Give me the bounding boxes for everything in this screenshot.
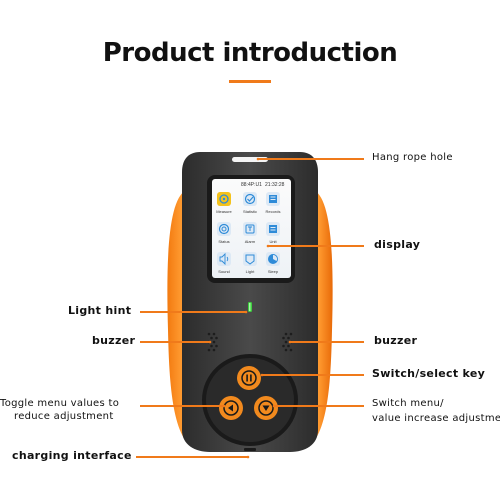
label-switch-select: Switch/select key [372,367,486,380]
callout-line-switch-menu [274,405,364,407]
status-right: 21:32:28 [265,182,285,188]
svg-text:Status: Status [218,239,229,244]
label-light-hint: Light hint [68,304,132,317]
svg-text:Sound: Sound [218,269,230,274]
app-light[interactable]: Light [243,252,257,274]
callout-line-charging [136,456,248,458]
app-status[interactable]: Status [217,222,231,244]
app-alarm[interactable]: Alarm [243,222,257,244]
label-display: display [374,238,421,251]
svg-text:Statistic: Statistic [243,209,257,214]
callout-line-hang-rope [258,158,364,160]
label-switch-menu-2: value increase adjustment [372,413,500,424]
app-measure[interactable]: Measure [216,192,233,214]
app-sound[interactable]: Sound [217,252,231,274]
app-sleep[interactable]: Sleep [266,252,280,274]
label-charging-interface: charging interface [12,449,132,462]
page-title: Product introduction [102,38,398,68]
svg-text:Unit: Unit [269,239,277,244]
label-buzzer-right: buzzer [374,334,418,347]
label-hang-rope-hole: Hang rope hole [372,152,453,163]
label-toggle-menu-2: reduce adjustment [14,411,114,422]
callout-line-switch-select [262,374,364,376]
app-unit[interactable]: Unit [266,222,280,244]
svg-text:Light: Light [246,269,256,274]
title-underline [229,80,271,83]
callout-line-display [268,245,364,247]
left-key[interactable] [219,396,243,420]
right-key[interactable] [254,396,278,420]
charging-port [244,448,256,451]
callout-line-light-hint [140,311,246,313]
svg-text:Alarm: Alarm [245,239,256,244]
label-switch-menu-1: Switch menu/ [372,398,444,409]
svg-text:Sleep: Sleep [268,269,279,274]
label-buzzer-left: buzzer [92,334,136,347]
label-toggle-menu-1: Toggle menu values to [0,398,120,409]
callout-line-buzzer-left [140,341,210,343]
switch-select-key[interactable] [237,366,261,390]
status-left: 88:4P:U1 [241,182,262,188]
callout-line-buzzer-right [290,341,364,343]
app-statistic[interactable]: Statistic [243,192,257,214]
callout-line-toggle-menu [140,405,224,407]
app-grid: Measure Statistic Records Status Alarm [216,192,280,274]
svg-text:Records: Records [266,209,281,214]
svg-text:Measure: Measure [216,209,232,214]
app-records[interactable]: Records [266,192,281,214]
